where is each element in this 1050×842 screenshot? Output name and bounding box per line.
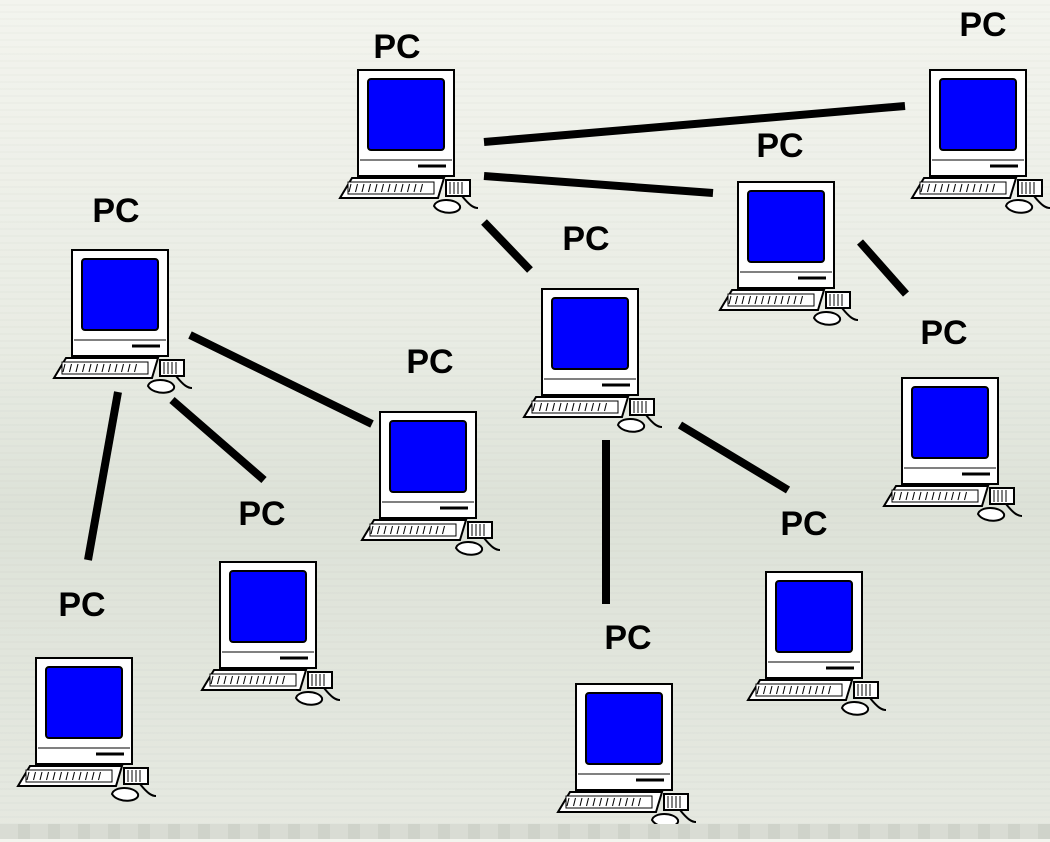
network-link xyxy=(483,172,714,197)
network-link xyxy=(677,421,791,494)
pc-label: PC xyxy=(562,220,610,258)
pc-label: PC xyxy=(373,28,421,66)
pc-computer-icon xyxy=(746,570,898,730)
pc-computer-icon xyxy=(360,410,512,570)
pc-computer-icon xyxy=(200,560,352,720)
network-link xyxy=(188,331,374,428)
pc-label: PC xyxy=(406,343,454,381)
pc-label: PC xyxy=(756,127,804,165)
pc-label: PC xyxy=(58,586,106,624)
pc-computer-icon xyxy=(522,287,674,447)
pc-computer-icon xyxy=(52,248,204,408)
pc-computer-icon xyxy=(910,68,1050,228)
pc-computer-icon xyxy=(718,180,870,340)
pc-label: PC xyxy=(238,495,286,533)
pc-computer-icon xyxy=(882,376,1034,536)
pc-label: PC xyxy=(780,505,828,543)
network-link xyxy=(169,396,267,484)
network-link xyxy=(84,391,122,561)
pc-label: PC xyxy=(920,314,968,352)
pc-computer-icon xyxy=(16,656,168,816)
floor-stripe xyxy=(0,824,1050,839)
pc-label: PC xyxy=(604,619,652,657)
pc-computer-icon xyxy=(556,682,708,842)
network-link xyxy=(857,239,909,297)
network-link xyxy=(483,102,906,146)
pc-label: PC xyxy=(92,192,140,230)
network-link xyxy=(481,219,533,273)
pc-label: PC xyxy=(959,6,1007,44)
pc-computer-icon xyxy=(338,68,490,228)
